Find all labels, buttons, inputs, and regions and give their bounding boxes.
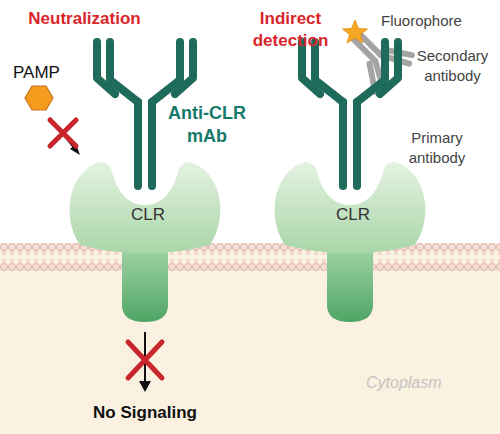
receptor-head: CLR [68,155,228,265]
antibody-chain [380,42,398,94]
antibody-chain [339,102,347,186]
pamp-hexagon [25,86,53,110]
antibody-chain [353,102,361,186]
receptor-label: CLR [273,205,433,225]
arrow-head [139,381,151,392]
fluorophore-star [343,20,368,43]
antibody-chain [97,42,115,94]
panel-heading: Indirect detection [243,8,338,52]
antibody-label: Anti-CLR mAb [163,102,251,149]
antibody-chain [148,102,156,186]
region-label: Cytoplasm [366,373,476,394]
lipid-membrane [0,243,500,271]
binding-arrow [50,118,76,150]
cytoplasm-area [0,268,500,434]
antibody-chain [134,102,142,186]
block-cross [128,342,162,378]
ligand-label: PAMP [13,62,73,84]
receptor-label: CLR [68,205,228,225]
part-label: Secondary antibody [410,46,495,85]
block-cross [50,120,76,146]
primary-antibody [302,42,398,186]
receptor-head: CLR [273,155,433,265]
panel-heading: Neutralization [12,8,157,30]
part-label: Primary antibody [392,128,482,167]
part-label: Fluorophore [381,11,491,31]
outcome-label: No Signaling [55,402,235,424]
antibody-chain [175,42,193,94]
